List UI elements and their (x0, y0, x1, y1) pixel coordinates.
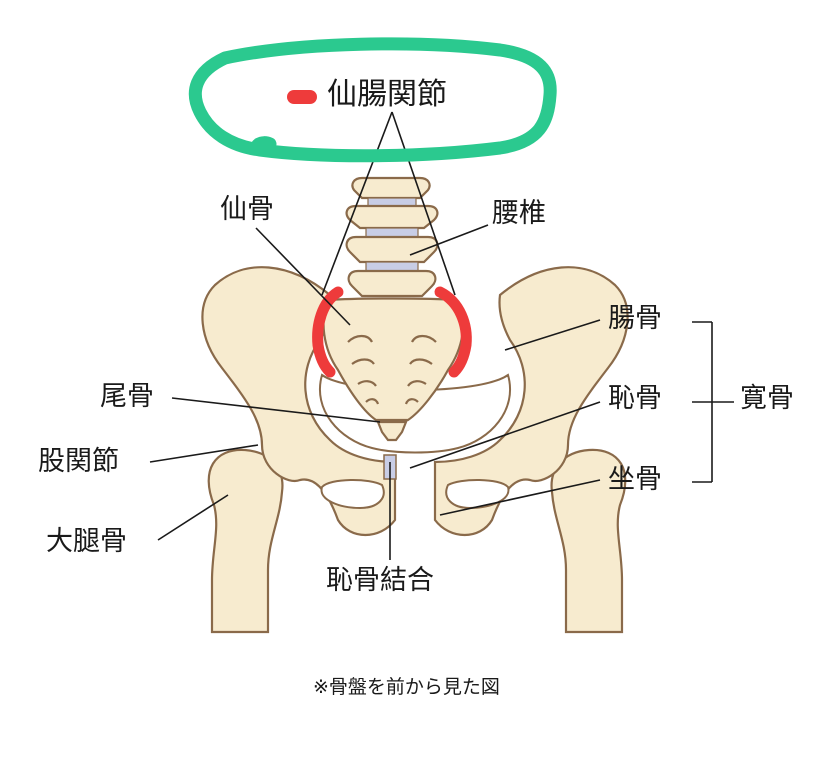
label-lumbar-spine: 腰椎 (492, 198, 546, 229)
green-highlight-circle (188, 37, 557, 163)
label-hip-bone: 寛骨 (740, 383, 794, 414)
lumbar-vertebra-1 (351, 176, 431, 200)
lumbar-vertebra-3 (345, 235, 439, 264)
left-femur (207, 448, 284, 634)
label-pubis: 恥骨 (608, 383, 662, 414)
disc-1 (367, 197, 417, 207)
label-ischium: 坐骨 (608, 464, 662, 495)
label-sacrum: 仙骨 (220, 194, 274, 225)
lumbar-vertebra-2 (345, 204, 439, 230)
coccyx-bone (376, 420, 408, 442)
disc-3 (365, 261, 419, 272)
left-obturator-foramen (320, 478, 385, 510)
sacral-foramina (347, 334, 437, 405)
leader-lines (149, 111, 734, 560)
disc-2 (365, 227, 419, 238)
figure-caption: ※骨盤を前から見た図 (313, 676, 500, 698)
label-hip-joint: 股関節 (38, 446, 119, 477)
right-sacroiliac-joint (434, 286, 472, 378)
left-sacroiliac-joint (312, 286, 344, 378)
lumbar-vertebra-4 (347, 269, 437, 298)
left-hip-bone (201, 266, 397, 536)
right-femur (550, 448, 627, 634)
right-hip-bone (433, 266, 629, 536)
sacrum-bone (322, 297, 465, 422)
label-pubic-symphysis: 恥骨結合 (326, 565, 434, 596)
red-pill-swatch-icon (287, 90, 317, 104)
label-coccyx: 尾骨 (100, 381, 154, 412)
label-ilium: 腸骨 (608, 303, 662, 334)
label-femur: 大腿骨 (46, 526, 127, 557)
legend-label-sacroiliac-joint: 仙腸関節 (327, 77, 447, 112)
